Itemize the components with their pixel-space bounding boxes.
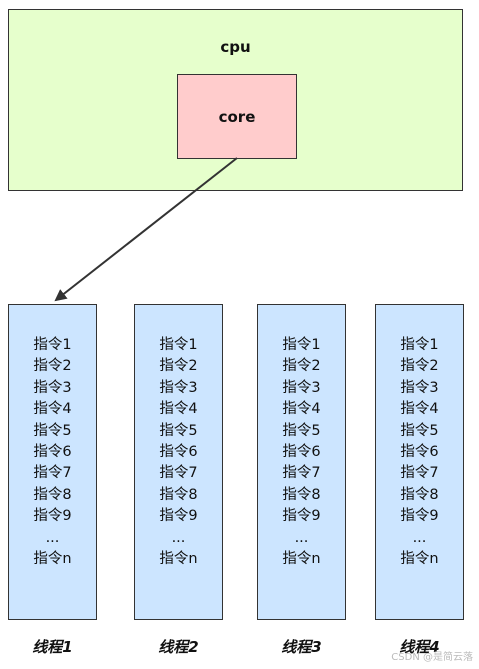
instruction-item: 指令3 [159, 379, 198, 396]
thread-2-column: 指令1 指令2 指令3 指令4 指令5 指令6 指令7 指令8 指令9 ... … [134, 304, 223, 620]
instruction-item: 指令5 [282, 422, 321, 439]
instruction-item: 指令2 [33, 358, 72, 375]
instruction-item: 指令n [400, 551, 439, 568]
instruction-item: 指令6 [159, 444, 198, 461]
instruction-item: 指令1 [282, 337, 321, 353]
instruction-item: 指令1 [159, 337, 198, 353]
instruction-item: 指令5 [159, 422, 198, 439]
instruction-item: 指令6 [33, 444, 72, 461]
instruction-item: 指令6 [282, 444, 321, 461]
instruction-item: 指令8 [33, 486, 72, 503]
instruction-item: 指令9 [282, 508, 321, 525]
instruction-item: 指令1 [400, 337, 439, 353]
instruction-item: 指令3 [400, 379, 439, 396]
thread-1-column: 指令1 指令2 指令3 指令4 指令5 指令6 指令7 指令8 指令9 ... … [8, 304, 97, 620]
thread-1-label: 线程1 [32, 638, 73, 656]
instruction-item: 指令7 [33, 465, 72, 482]
instruction-item: ... [294, 529, 309, 546]
instruction-item: 指令n [159, 551, 198, 568]
core-label: core [218, 107, 256, 126]
instruction-item: 指令1 [33, 337, 72, 353]
instruction-item: 指令8 [282, 486, 321, 503]
instruction-list: 指令1 指令2 指令3 指令4 指令5 指令6 指令7 指令8 指令9 ... … [376, 335, 463, 570]
instruction-item: 指令4 [159, 401, 198, 418]
instruction-list: 指令1 指令2 指令3 指令4 指令5 指令6 指令7 指令8 指令9 ... … [135, 335, 222, 570]
instruction-item: 指令8 [159, 486, 198, 503]
instruction-item: ... [171, 529, 186, 546]
instruction-item: 指令n [282, 551, 321, 568]
cpu-box: cpu core [8, 9, 463, 191]
instruction-list: 指令1 指令2 指令3 指令4 指令5 指令6 指令7 指令8 指令9 ... … [258, 335, 345, 570]
core-box: core [177, 74, 297, 159]
thread-3-column: 指令1 指令2 指令3 指令4 指令5 指令6 指令7 指令8 指令9 ... … [257, 304, 346, 620]
instruction-item: 指令9 [159, 508, 198, 525]
instruction-item: ... [412, 529, 427, 546]
instruction-item: 指令n [33, 551, 72, 568]
cpu-label: cpu [220, 38, 251, 56]
instruction-item: 指令7 [282, 465, 321, 482]
instruction-item: 指令4 [282, 401, 321, 418]
thread-4-column: 指令1 指令2 指令3 指令4 指令5 指令6 指令7 指令8 指令9 ... … [375, 304, 464, 620]
instruction-item: 指令9 [400, 508, 439, 525]
instruction-item: 指令5 [400, 422, 439, 439]
watermark: CSDN @是简云落 [391, 652, 473, 663]
instruction-item: 指令3 [282, 379, 321, 396]
instruction-item: 指令4 [400, 401, 439, 418]
thread-2-label: 线程2 [158, 638, 199, 656]
instruction-list: 指令1 指令2 指令3 指令4 指令5 指令6 指令7 指令8 指令9 ... … [9, 335, 96, 570]
instruction-item: 指令2 [400, 358, 439, 375]
instruction-item: 指令7 [400, 465, 439, 482]
instruction-item: 指令2 [282, 358, 321, 375]
instruction-item: 指令9 [33, 508, 72, 525]
instruction-item: 指令7 [159, 465, 198, 482]
instruction-item: 指令2 [159, 358, 198, 375]
thread-4-label: 线程4 [399, 638, 440, 656]
instruction-item: 指令4 [33, 401, 72, 418]
instruction-item: 指令8 [400, 486, 439, 503]
instruction-item: 指令3 [33, 379, 72, 396]
thread-3-label: 线程3 [281, 638, 322, 656]
instruction-item: ... [45, 529, 60, 546]
instruction-item: 指令5 [33, 422, 72, 439]
instruction-item: 指令6 [400, 444, 439, 461]
